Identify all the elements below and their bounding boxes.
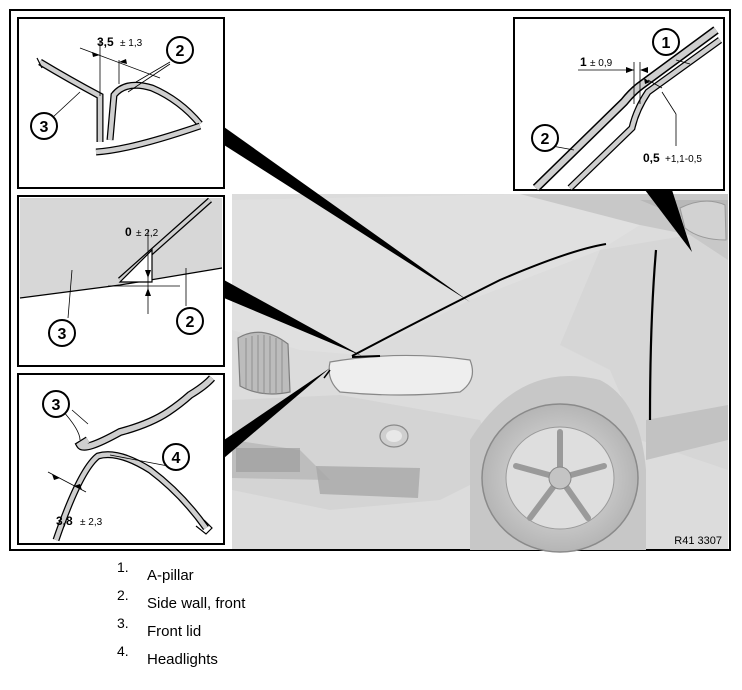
legend-label: Front lid [147,623,202,640]
detail-front-lid-to-headlight: 3,8 ± 2,3 3 4 [17,373,225,545]
legend-number: 4. [117,643,129,659]
car-render [232,194,728,553]
callout-3: 3 [52,397,61,414]
callout-2: 2 [176,43,185,60]
legend-number: 2. [117,587,129,603]
callout-circle [176,307,204,335]
callout-circle [48,319,76,347]
dim-value-0: 0 [125,225,132,239]
callout-2: 2 [541,131,550,148]
callout-3: 3 [58,326,67,343]
dim-value-3-8: 3,8 [56,514,73,528]
figure-code: R41 3307 [674,535,722,547]
callout-circle [30,112,58,140]
pointer-wedges [224,127,692,458]
callout-circle [652,28,680,56]
dim-tol-0-5: +1,1-0,5 [665,154,702,165]
callout-circle [166,36,194,64]
callout-circle [162,443,190,471]
dim-tol-3-5: ± 1,3 [120,38,143,49]
detail-flush-front-lid: 0 ± 2,2 3 2 [17,195,225,367]
callout-2: 2 [186,314,195,331]
dim-tol-0: ± 2,2 [136,228,159,239]
legend-label: Side wall, front [147,595,246,612]
dim-value-0-5: 0,5 [643,151,660,165]
dim-value-3-5: 3,5 [97,35,114,49]
legend-number: 1. [117,559,129,575]
legend-list: 1. A-pillar 2. Side wall, front 3. Front… [0,553,742,690]
callout-1: 1 [662,35,671,52]
dim-tol-1: ± 0,9 [590,58,613,69]
legend-label: Headlights [147,651,218,668]
dim-tol-3-8: ± 2,3 [80,517,103,528]
callout-circle [42,390,70,418]
legend-label: A-pillar [147,567,194,584]
callout-circle [531,124,559,152]
legend-number: 3. [117,615,129,631]
legend-item: 4. Headlights [0,643,742,671]
legend-item: 2. Side wall, front [0,587,742,615]
detail-front-lid-to-side-wall: 3,5 ± 1,3 2 3 [17,17,225,189]
callout-3: 3 [40,119,49,136]
callout-4: 4 [172,450,181,467]
dim-value-1: 1 [580,55,587,69]
technical-figure: 3,5 ± 1,3 2 3 0 ± 2,2 3 2 [9,9,731,553]
legend-item: 3. Front lid [0,615,742,643]
legend-item: 1. A-pillar [0,559,742,587]
detail-a-pillar-to-side-wall: 1 ± 0,9 0,5 +1,1-0,5 1 2 [513,17,725,192]
